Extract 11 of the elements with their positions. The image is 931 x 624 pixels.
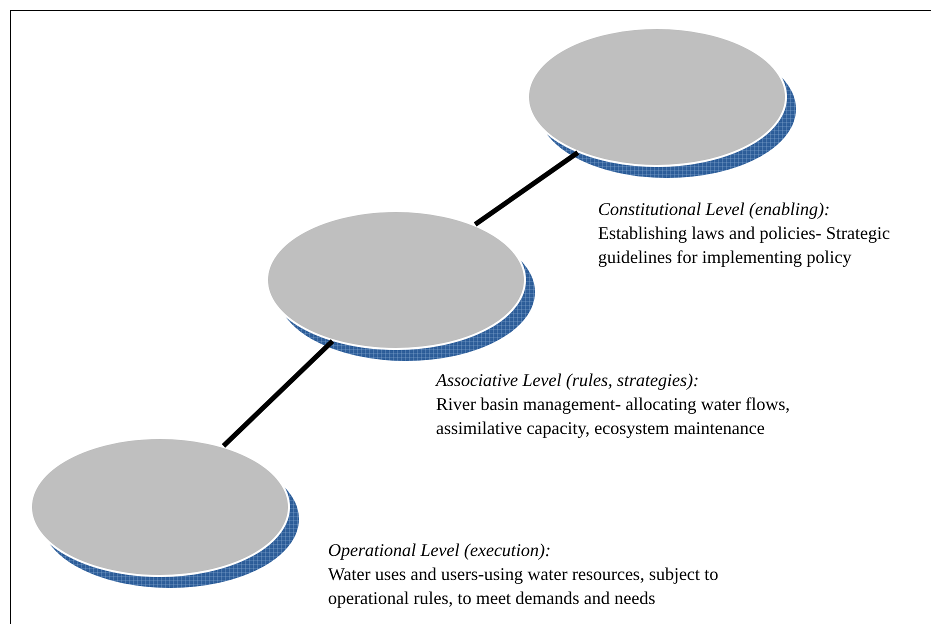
connector-line: [222, 339, 334, 448]
level-description: River basin management- allocating water flows, assimilative capacity, ecosystem maintenance: [436, 393, 791, 440]
disc-shape: [29, 436, 301, 590]
disc-shape: [526, 26, 798, 180]
connector-line: [474, 150, 580, 227]
level-description: Establishing laws and policies- Strategic guidelines for implementing policy: [598, 222, 891, 269]
disc-shape: [265, 209, 537, 363]
level-heading: Associative Level (rules, strategies):: [436, 369, 699, 392]
level-description: Water uses and users-using water resources, subject to operational rules, to meet demands and needs: [328, 563, 720, 610]
level-heading: Operational Level (execution):: [328, 539, 551, 562]
level-heading: Constitutional Level (enabling):: [598, 198, 830, 221]
